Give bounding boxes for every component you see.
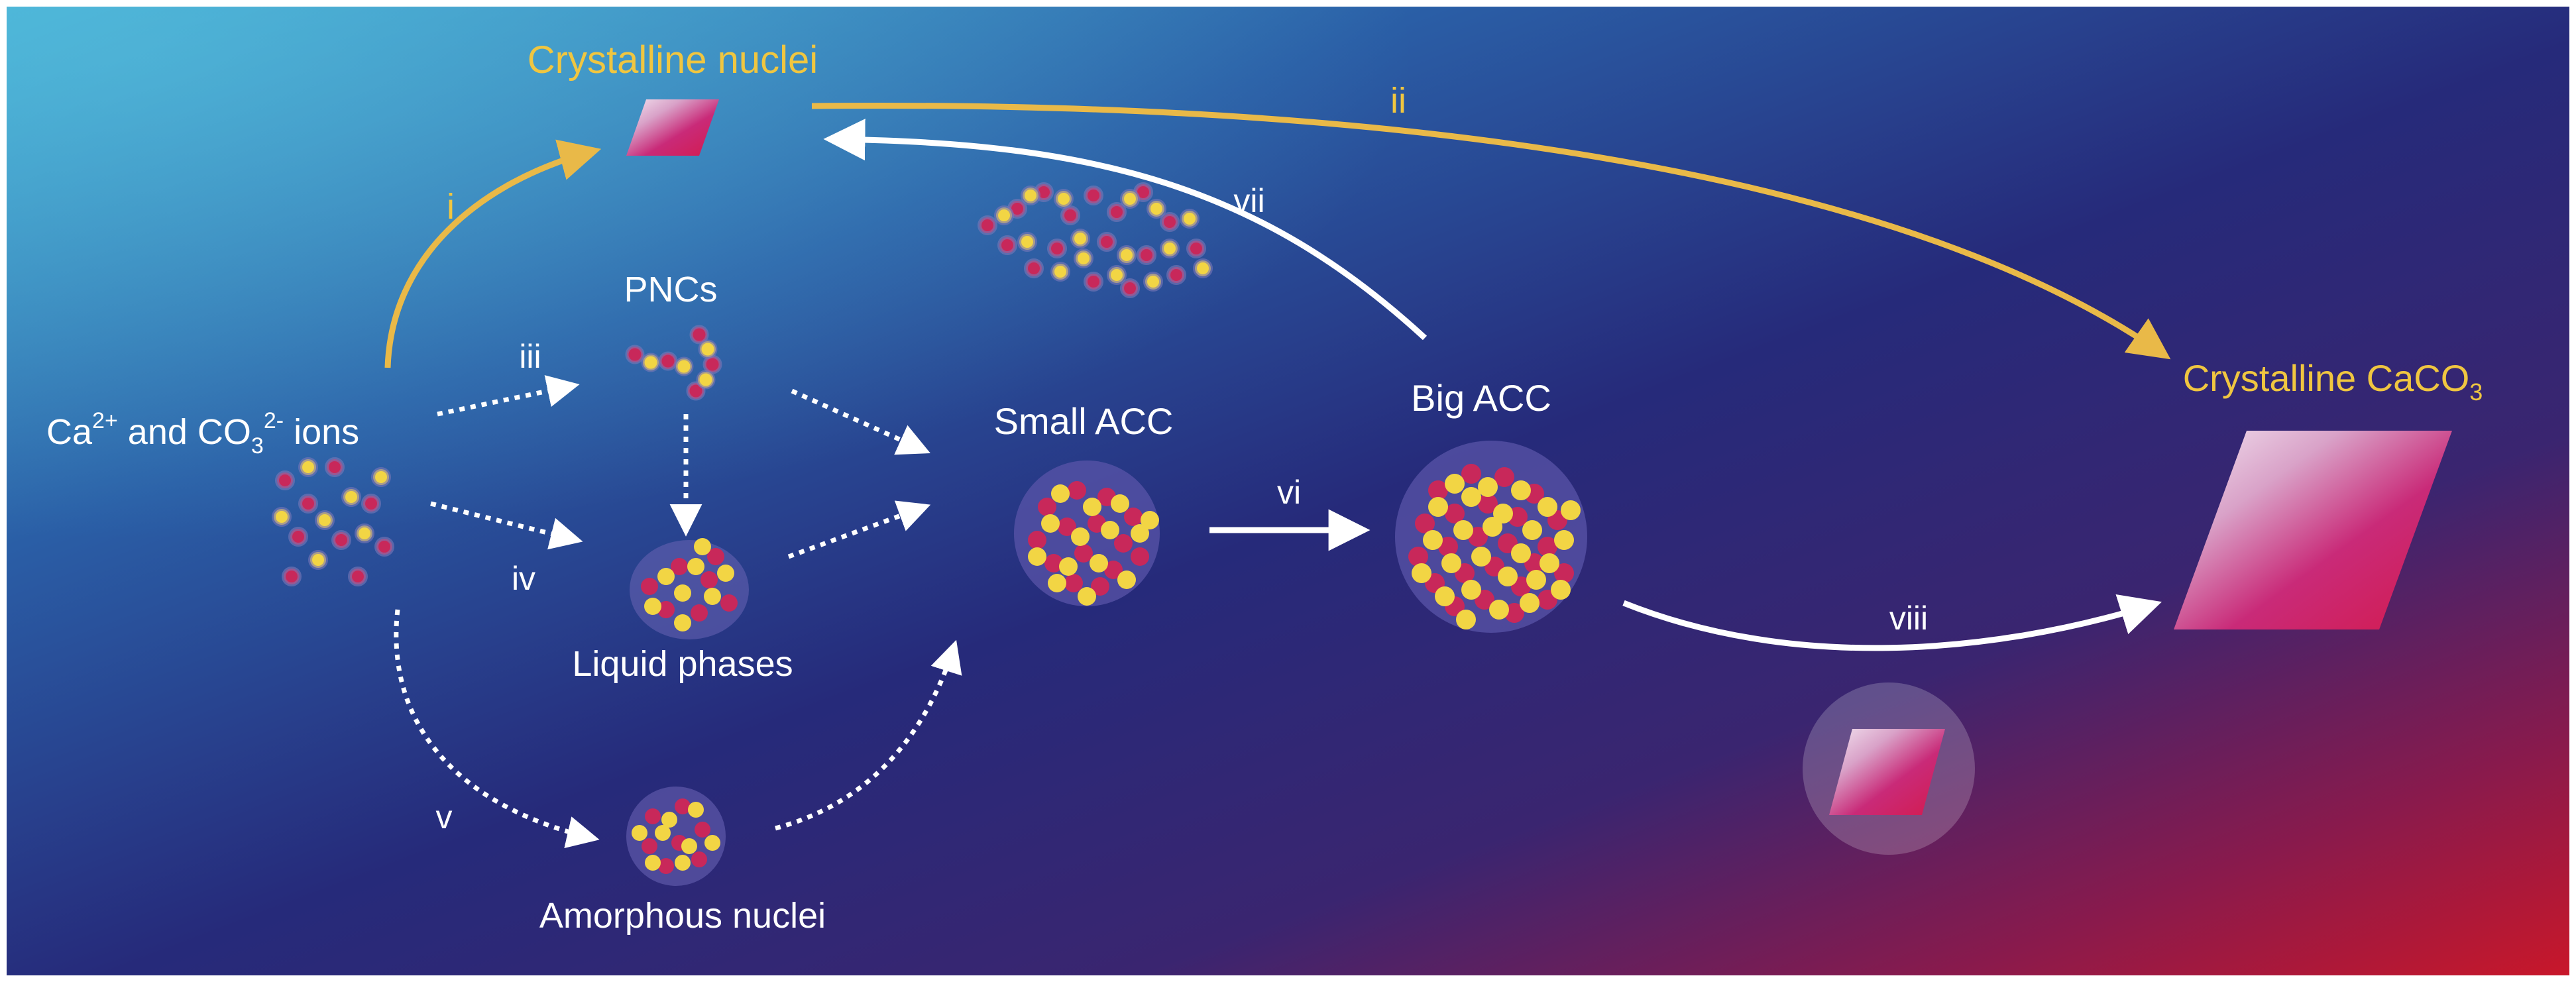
pathway-vii-arrow bbox=[823, 119, 1428, 341]
ions-label: Ca2+ and CO32- ions bbox=[46, 408, 359, 459]
pathway-iv-label: iv bbox=[512, 560, 535, 597]
diagram-background-glow bbox=[7, 7, 2569, 975]
pathway-ii-arrow bbox=[811, 102, 2171, 360]
big-acc-label: Big ACC bbox=[1411, 377, 1551, 419]
amorphous-nuclei-cluster bbox=[626, 787, 726, 886]
pncs-label: PNCs bbox=[624, 270, 717, 309]
crystalline-caco3-label: Crystalline CaCO3 bbox=[2183, 357, 2483, 406]
crystalline-caco3-subscript: 3 bbox=[2469, 378, 2483, 406]
ions-label-co-subscript: 3 bbox=[251, 433, 264, 459]
pathway-iv-arrow bbox=[430, 501, 583, 550]
pncs-cluster bbox=[625, 325, 722, 401]
pathway-vi-label: vi bbox=[1277, 474, 1301, 511]
ions-label-co-charge: 2- bbox=[264, 408, 284, 433]
crystalline-nuclei-label: Crystalline nuclei bbox=[528, 38, 818, 82]
pathway-v-label: v bbox=[436, 798, 453, 836]
pncs-to-small-acc-arrow bbox=[791, 388, 930, 455]
pathway-vii-label: vii bbox=[1233, 182, 1264, 219]
pathway-i-arrow bbox=[384, 139, 602, 368]
ions-label-ca-charge: 2+ bbox=[92, 408, 118, 433]
dissolving-crystal-bubble bbox=[1803, 682, 1975, 855]
dissolving-ions-cluster bbox=[978, 182, 1213, 298]
ions-label-ca: Ca bbox=[46, 412, 93, 452]
pathway-ii-label: ii bbox=[1390, 81, 1406, 121]
liquid-phases-cluster bbox=[630, 538, 749, 639]
amorphous-to-small-acc-arrow bbox=[775, 639, 962, 831]
ions-label-ions: ions bbox=[284, 412, 359, 452]
big-acc-particle bbox=[1395, 441, 1587, 633]
pathway-iii-label: iii bbox=[519, 338, 541, 375]
pathway-i-label: i bbox=[447, 187, 455, 227]
amorphous-nuclei-label: Amorphous nuclei bbox=[539, 896, 826, 936]
liquid-to-small-acc-arrow bbox=[787, 500, 931, 559]
pathway-v-arrow bbox=[394, 609, 600, 849]
ions-label-and-co: and CO bbox=[118, 412, 251, 452]
pathway-iii-arrow bbox=[437, 375, 580, 417]
liquid-phases-label: Liquid phases bbox=[572, 644, 793, 684]
crystalline-nuclei-crystal bbox=[626, 99, 719, 156]
crystalline-caco3-crystal bbox=[2174, 431, 2452, 629]
pathway-viii-arrow bbox=[1622, 594, 2162, 651]
small-acc-label: Small ACC bbox=[994, 400, 1174, 442]
pathway-viii-label: viii bbox=[1889, 600, 1928, 637]
small-acc-particle bbox=[1014, 461, 1160, 606]
free-ions-cluster bbox=[272, 457, 394, 586]
crystalline-caco3-label-main: Crystalline CaCO bbox=[2183, 357, 2470, 399]
